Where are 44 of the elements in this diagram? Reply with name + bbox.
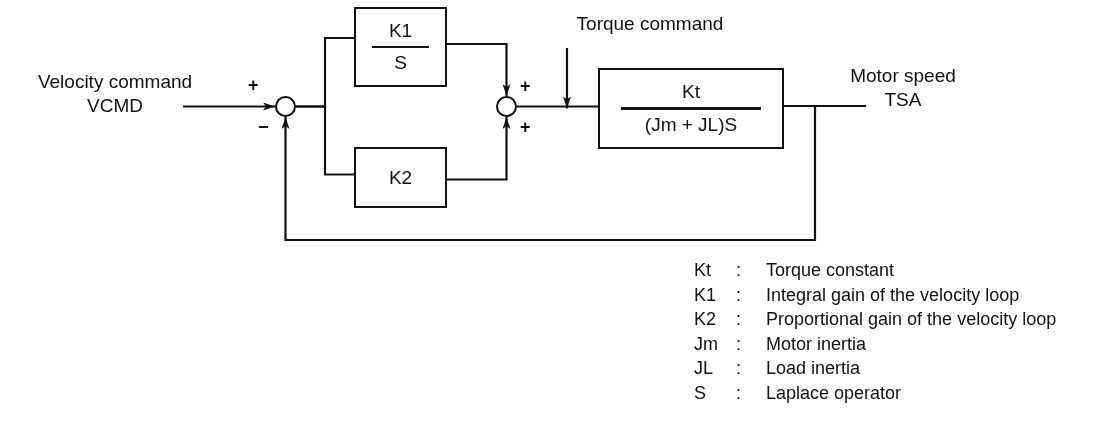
sign-label: + [520, 75, 531, 97]
separator: : [736, 357, 741, 379]
symbol-definition: Integral gain of the velocity loop [766, 283, 1020, 306]
signal-arrow [563, 48, 571, 109]
sign-label: + [248, 74, 259, 96]
symbol-name: K2 [694, 308, 717, 330]
signal-label: Velocity command [37, 70, 193, 94]
separator: : [736, 308, 741, 330]
signal-label: VCMD [87, 94, 143, 118]
signal-label: Torque command [576, 12, 724, 36]
gain-label: K2 [388, 165, 413, 190]
signal-arrow [183, 102, 275, 111]
symbol-name: Jm [694, 332, 718, 355]
symbol-definition: Load inertia [766, 357, 861, 379]
signal-arrow [281, 104, 817, 242]
numerator: K1 [388, 18, 413, 43]
symbol-definition: Motor inertia [766, 332, 867, 355]
symbol-definition: Laplace operator [766, 381, 902, 404]
transfer-function-block [354, 7, 447, 87]
symbol-definition: Torque constant [766, 259, 895, 281]
denominator: S [394, 51, 407, 76]
symbol-name: K1 [694, 283, 717, 306]
separator: : [736, 283, 741, 306]
signal-line [517, 105, 598, 108]
denominator: (Jm + JL)S [644, 112, 738, 137]
sign-label: − [258, 116, 269, 138]
signal-label: TSA [884, 88, 922, 112]
signal-label: Motor speed [850, 64, 956, 88]
signal-arrow [447, 117, 511, 181]
symbol-name: S [694, 381, 706, 404]
transfer-function-block [354, 147, 447, 208]
summing-junction [275, 96, 296, 117]
separator: : [736, 381, 741, 404]
numerator: Kt [682, 80, 700, 105]
symbol-definition: Proportional gain of the velocity loop [766, 308, 1057, 330]
signal-line [296, 105, 354, 176]
sign-label: + [520, 116, 531, 138]
signal-arrow [447, 42, 511, 96]
symbol-name: Kt [694, 259, 711, 281]
separator: : [736, 332, 741, 355]
transfer-function-block [598, 68, 784, 149]
separator: : [736, 259, 741, 281]
symbol-name: JL [694, 357, 713, 379]
summing-junction [496, 96, 517, 117]
